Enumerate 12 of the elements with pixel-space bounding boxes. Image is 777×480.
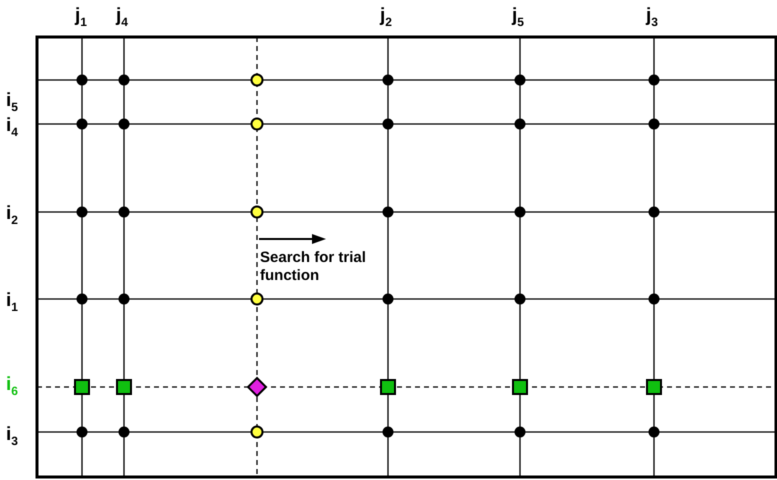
axis-label: i$_{6}$ <box>6 375 18 397</box>
axis-label: i$_{1}$ <box>6 291 18 313</box>
annotation-text: Search for trial function <box>260 249 367 285</box>
axis-label: j$_{5}$ <box>512 6 524 28</box>
axis-label: i$_{5}$ <box>6 91 18 113</box>
axis-label: i$_{3}$ <box>6 425 18 447</box>
axis-label: j$_{3}$ <box>646 6 658 28</box>
axis-label: j$_{4}$ <box>116 6 128 28</box>
axis-label: i$_{4}$ <box>6 116 18 138</box>
axis-label: j$_{1}$ <box>75 6 87 28</box>
axis-label: i$_{2}$ <box>6 204 18 226</box>
axis-label: j$_{2}$ <box>380 6 392 28</box>
